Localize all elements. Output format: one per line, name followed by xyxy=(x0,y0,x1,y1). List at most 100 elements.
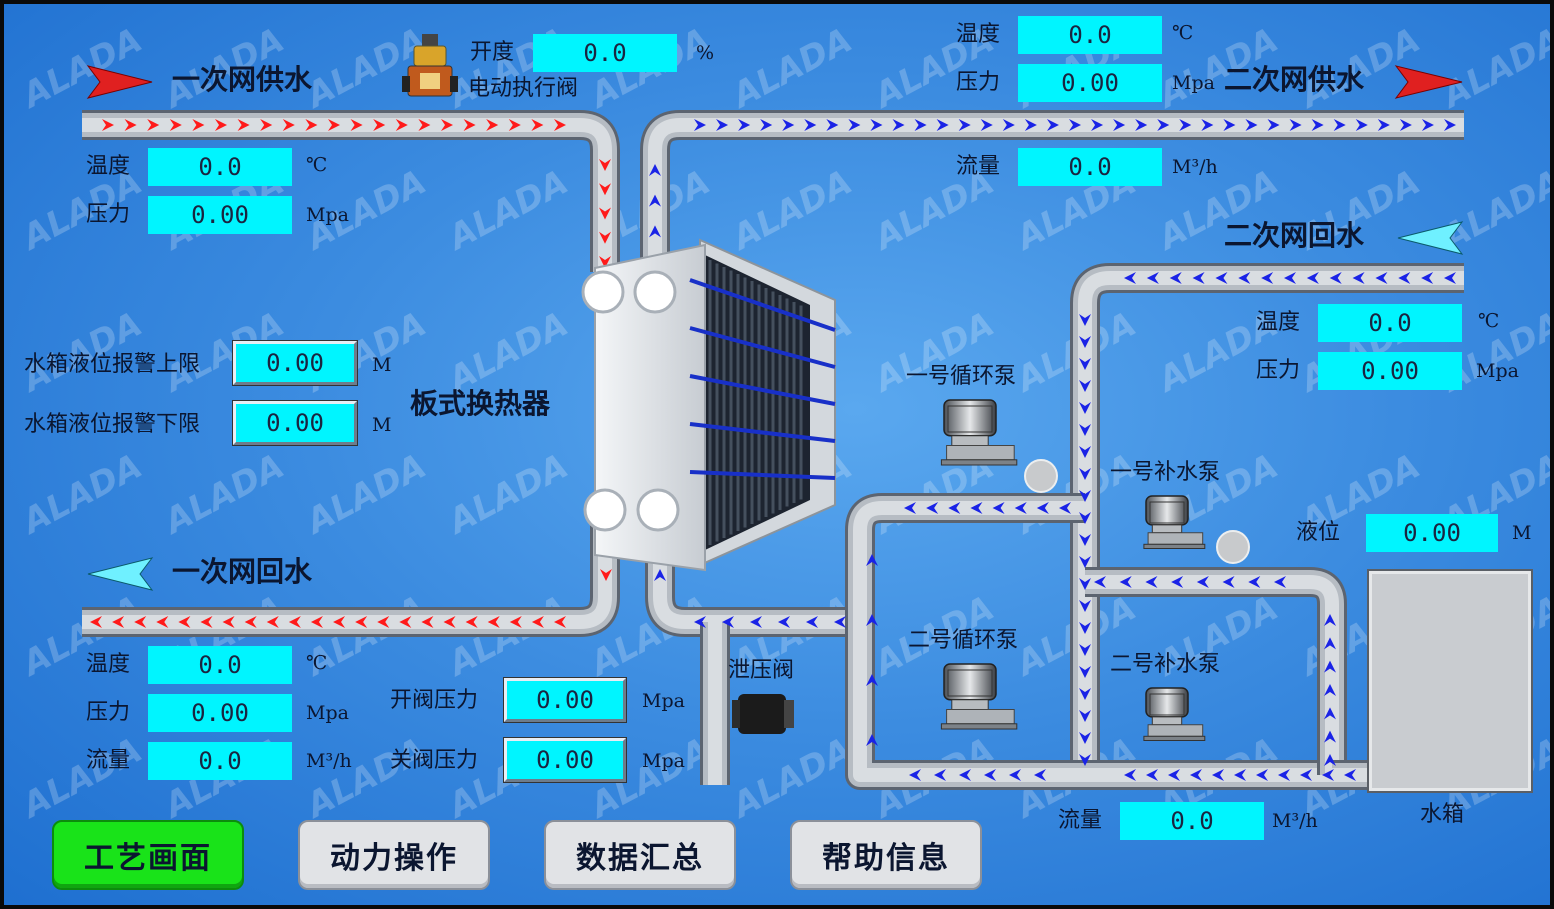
flow-arrow-icon xyxy=(649,194,661,207)
flow-arrow-icon xyxy=(1377,119,1390,131)
flow-arrow-icon xyxy=(244,616,257,628)
temp-unit: ℃ xyxy=(1172,22,1194,44)
secondary-return-temp-value: 0.0 xyxy=(1318,304,1462,342)
circulation-pump-2-icon[interactable] xyxy=(940,663,1018,730)
secondary-return-pressure-value: 0.00 xyxy=(1318,352,1462,390)
flow-arrow-icon xyxy=(288,616,301,628)
tank-alarm-upper-label: 水箱液位报警上限 xyxy=(24,352,201,377)
pump-status-indicator-icon xyxy=(1024,459,1058,493)
flow-arrow-icon xyxy=(1196,576,1209,588)
flow-arrow-icon xyxy=(1079,556,1091,568)
flow-arrow-icon xyxy=(1079,688,1091,700)
secondary-supply-pressure-label: 压力 xyxy=(956,70,1001,95)
pipe-segment xyxy=(853,501,1085,775)
secondary-supply-title: 二次网供水 xyxy=(1224,63,1365,96)
flow-arrow-icon xyxy=(1059,502,1071,514)
flow-arrow-icon xyxy=(1113,119,1126,131)
flow-arrow-icon xyxy=(848,119,861,131)
flow-arrow-icon xyxy=(926,502,939,514)
flow-arrow-icon xyxy=(1079,358,1091,370)
meter-unit: M xyxy=(1512,522,1532,544)
flow-arrow-icon xyxy=(554,119,566,131)
return-direction-arrow-icon xyxy=(87,557,154,591)
flow-arrow-icon xyxy=(778,616,790,628)
flow-arrow-icon xyxy=(465,616,478,628)
circulation-pump-1-icon[interactable] xyxy=(940,399,1018,466)
flow-arrow-icon xyxy=(90,616,102,628)
relief-open-pressure-input[interactable]: 0.00 xyxy=(504,678,626,722)
tank-alarm-lower-input[interactable]: 0.00 xyxy=(233,401,357,445)
flow-arrow-icon xyxy=(1421,119,1434,131)
primary-supply-pressure-label: 压力 xyxy=(86,202,131,227)
flow-arrow-icon xyxy=(112,616,125,628)
flow-arrow-icon xyxy=(1135,119,1148,131)
process-view-button[interactable]: 工艺画面 xyxy=(52,820,244,890)
water-tank[interactable] xyxy=(1367,569,1533,793)
flow-arrow-icon xyxy=(1375,272,1388,284)
flow-arrow-icon xyxy=(738,119,751,131)
tank-alarm-upper-input[interactable]: 0.00 xyxy=(233,341,357,385)
flow-arrow-icon xyxy=(102,119,114,131)
flow-arrow-icon xyxy=(237,119,250,131)
flow-arrow-icon xyxy=(1079,622,1091,634)
flow-arrow-icon xyxy=(599,183,611,196)
flow-arrow-icon xyxy=(1145,576,1158,588)
flow-arrow-icon xyxy=(959,769,971,781)
flow-arrow-icon xyxy=(1421,272,1434,284)
flow-arrow-icon xyxy=(1079,336,1091,348)
flow-arrow-icon xyxy=(1079,512,1091,524)
pressure-relief-valve-icon[interactable] xyxy=(732,694,794,734)
tank-label: 水箱 xyxy=(1420,802,1465,827)
flow-arrow-icon xyxy=(310,616,323,628)
flow-arrow-icon xyxy=(1179,119,1192,131)
flow-arrow-icon xyxy=(487,616,500,628)
tank-alarm-lower-label: 水箱液位报警下限 xyxy=(24,412,201,437)
flow-arrow-icon xyxy=(984,769,996,781)
flow-unit: M³/h xyxy=(1272,810,1318,832)
flow-arrow-icon xyxy=(1324,754,1336,766)
primary-return-temp-label: 温度 xyxy=(86,652,131,677)
flow-arrow-icon xyxy=(649,164,661,176)
flow-arrow-icon xyxy=(1399,119,1412,131)
flow-arrow-icon xyxy=(1079,534,1091,546)
primary-return-pressure-label: 压力 xyxy=(86,700,131,725)
flow-arrow-icon xyxy=(1284,272,1296,284)
flow-arrow-icon xyxy=(1324,614,1336,626)
flow-arrow-icon xyxy=(1444,272,1456,284)
percent-unit: % xyxy=(696,42,715,64)
flow-arrow-icon xyxy=(1171,576,1184,588)
pipe-segment xyxy=(82,118,612,272)
flow-arrow-icon xyxy=(1069,119,1081,131)
pump-status-indicator-icon xyxy=(1216,530,1250,564)
data-summary-button[interactable]: 数据汇总 xyxy=(544,820,736,890)
flow-arrow-icon xyxy=(147,119,160,131)
flow-arrow-icon xyxy=(1002,119,1015,131)
flow-arrow-icon xyxy=(1146,272,1159,284)
flow-arrow-icon xyxy=(1222,576,1235,588)
pressure-unit: Mpa xyxy=(642,750,685,772)
pipe-segment xyxy=(1085,575,1339,775)
electric-actuator-valve-icon[interactable] xyxy=(402,34,458,97)
flow-arrow-icon xyxy=(486,119,499,131)
flow-arrow-icon xyxy=(1267,119,1280,131)
help-info-button[interactable]: 帮助信息 xyxy=(790,820,982,890)
makeup-pump-2-icon[interactable] xyxy=(1143,687,1206,741)
flow-arrow-icon xyxy=(350,119,363,131)
flow-arrow-icon xyxy=(1036,502,1049,514)
supply-direction-arrow-icon xyxy=(1394,65,1463,99)
pipe-segment xyxy=(653,505,860,629)
flow-arrow-icon xyxy=(1223,119,1236,131)
plate-heat-exchanger[interactable] xyxy=(581,238,836,572)
flow-arrow-icon xyxy=(1024,119,1037,131)
flow-arrow-icon xyxy=(600,569,612,581)
flow-arrow-icon xyxy=(1079,732,1091,744)
flow-arrow-icon xyxy=(1079,380,1091,392)
flow-arrow-icon xyxy=(1256,769,1268,781)
makeup-pump-1-icon[interactable] xyxy=(1143,495,1206,549)
valve-opening-value: 0.0 xyxy=(533,34,677,72)
flow-arrow-icon xyxy=(826,119,839,131)
power-operation-button[interactable]: 动力操作 xyxy=(298,820,490,890)
relief-close-pressure-input[interactable]: 0.00 xyxy=(504,738,626,782)
flow-arrow-icon xyxy=(782,119,795,131)
flow-arrow-icon xyxy=(1289,119,1302,131)
